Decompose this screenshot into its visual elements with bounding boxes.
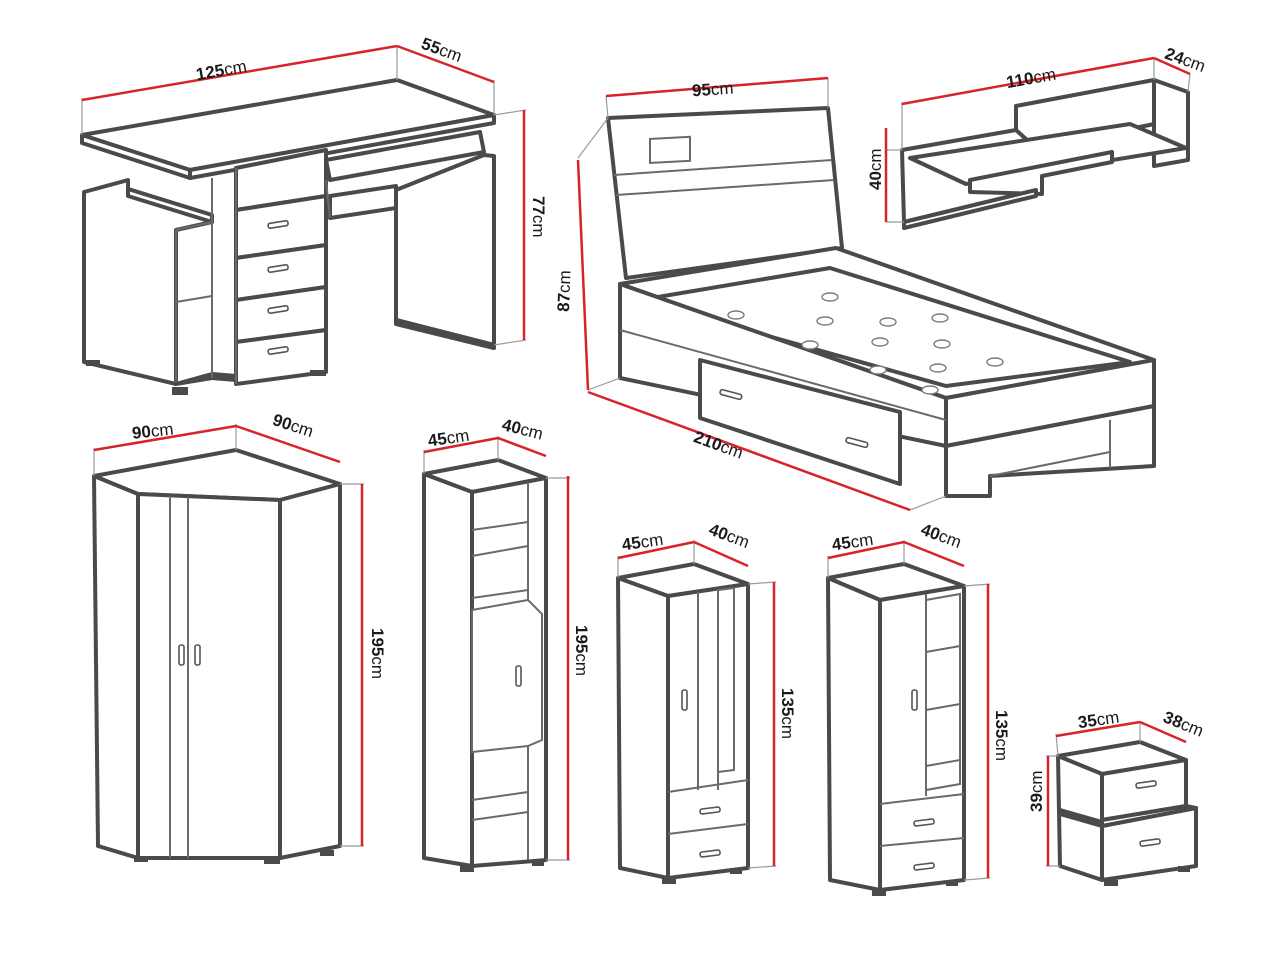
small-wardrobe-depth-dimension-line [693, 540, 749, 568]
nightstand-drawing: 35cm 38cm 39cm [1027, 707, 1206, 886]
small-cabinet-height-label: 135cm [992, 710, 1011, 761]
nightstand-depth-label: 38cm [1161, 707, 1207, 740]
small-cabinet-width-label: 45cm [831, 530, 875, 555]
small-wardrobe-drawing: 45cm 40cm 135cm [616, 520, 797, 884]
desk-width-dimension-line [81, 44, 398, 102]
small-cabinet-depth-label: 40cm [918, 520, 964, 552]
small-cabinet-drawing: 45cm 40cm 135cm [826, 520, 1011, 896]
tall-cabinet-drawing: 45cm 40cm 195cm [422, 415, 591, 872]
desk-depth-dimension-line [396, 44, 495, 84]
tall-cabinet-height-label: 195cm [572, 625, 591, 676]
small-wardrobe-height-label: 135cm [778, 688, 797, 739]
desk-width-label: 125cm [195, 57, 249, 85]
corner-wardrobe-side-a-label: 90cm [131, 420, 174, 443]
bed-height-label: 87cm [554, 270, 574, 312]
bed-length-label: 210cm [691, 427, 745, 462]
shelf-width-label: 110cm [1005, 65, 1058, 92]
desk-depth-label: 55cm [419, 34, 465, 66]
nightstand-height-label: 39cm [1027, 770, 1046, 812]
desk-drawing: 125cm 55cm 77cm [80, 34, 548, 395]
small-wardrobe-width-dimension-line [617, 540, 695, 560]
tall-cabinet-depth-label: 40cm [500, 415, 545, 443]
bed-drawing: 95cm 87cm 210cm [554, 76, 1156, 512]
bed-length-dimension-line [587, 390, 911, 512]
nightstand-width-label: 35cm [1077, 708, 1121, 733]
wall-shelf-drawing: 110cm 24cm 40cm [866, 44, 1208, 230]
tall-cabinet-width-label: 45cm [427, 426, 471, 451]
bed-width-dimension-line [605, 76, 829, 98]
bed-height-dimension-line [576, 159, 590, 391]
small-cabinet-width-dimension-line [827, 540, 905, 560]
small-cabinet-depth-dimension-line [903, 540, 965, 568]
corner-wardrobe-drawing: 90cm 90cm 195cm [92, 410, 387, 864]
nightstand-width-dimension-line [1055, 720, 1141, 738]
shelf-height-label: 40cm [866, 148, 885, 190]
corner-wardrobe-side-a-dimension-line [93, 424, 237, 452]
small-wardrobe-depth-label: 40cm [706, 520, 752, 552]
desk-height-label: 77cm [529, 196, 548, 238]
corner-wardrobe-height-label: 195cm [368, 628, 387, 679]
corner-wardrobe-side-b-label: 90cm [270, 410, 315, 441]
corner-wardrobe-side-b-dimension-line [235, 424, 341, 464]
tall-cabinet-width-dimension-line [423, 436, 499, 454]
tall-cabinet-depth-dimension-line [497, 436, 547, 458]
small-wardrobe-width-label: 45cm [621, 530, 665, 555]
nightstand-depth-dimension-line [1139, 720, 1187, 744]
bed-width-label: 95cm [691, 79, 734, 101]
shelf-width-dimension-line [901, 56, 1155, 106]
shelf-depth-dimension-line [1153, 56, 1191, 76]
